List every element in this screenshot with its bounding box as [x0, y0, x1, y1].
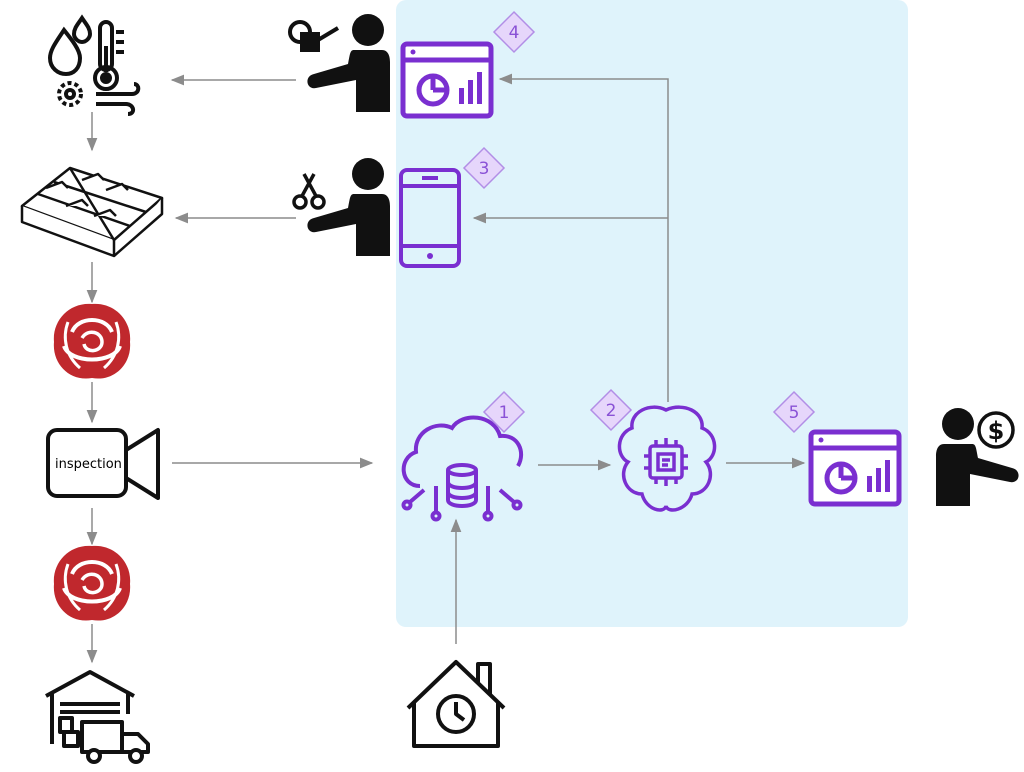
- inspection-camera-icon: inspection: [46, 428, 160, 500]
- step-number: 5: [789, 403, 800, 423]
- step-number: 2: [606, 401, 617, 421]
- flow-arrows: [86, 73, 806, 664]
- rose-icon: [51, 301, 133, 381]
- worker-scissors-icon: [292, 158, 390, 256]
- smartphone-icon: [399, 168, 461, 268]
- dashboard-icon: [811, 432, 899, 504]
- cloud-database-icon: [401, 415, 524, 522]
- step-badge-3: 3: [462, 146, 506, 190]
- climate-icon: [47, 14, 141, 116]
- currency-symbol: $: [988, 417, 1005, 445]
- step-number: 4: [509, 23, 520, 43]
- step-number: 1: [499, 403, 510, 423]
- inspection-label: inspection: [55, 457, 122, 472]
- step-badge-5: 5: [772, 390, 816, 434]
- step-badge-2: 2: [589, 388, 633, 432]
- grower-watering-icon: [288, 14, 390, 112]
- smart-home-clock-icon: [406, 660, 506, 748]
- warehouse-truck-icon: [45, 670, 150, 764]
- buyer-dollar-icon: $: [936, 408, 1019, 506]
- step-number: 3: [479, 159, 490, 179]
- rose-icon: [51, 543, 133, 623]
- step-badge-1: 1: [482, 390, 526, 434]
- step-badge-4: 4: [492, 10, 536, 54]
- platform-panel: [396, 0, 908, 627]
- arrow-brain-to-grower-dashboard: [498, 73, 669, 402]
- ai-brain-chip-icon: [617, 405, 717, 512]
- greenhouse-icon: [20, 166, 164, 258]
- dashboard-icon: [403, 44, 491, 116]
